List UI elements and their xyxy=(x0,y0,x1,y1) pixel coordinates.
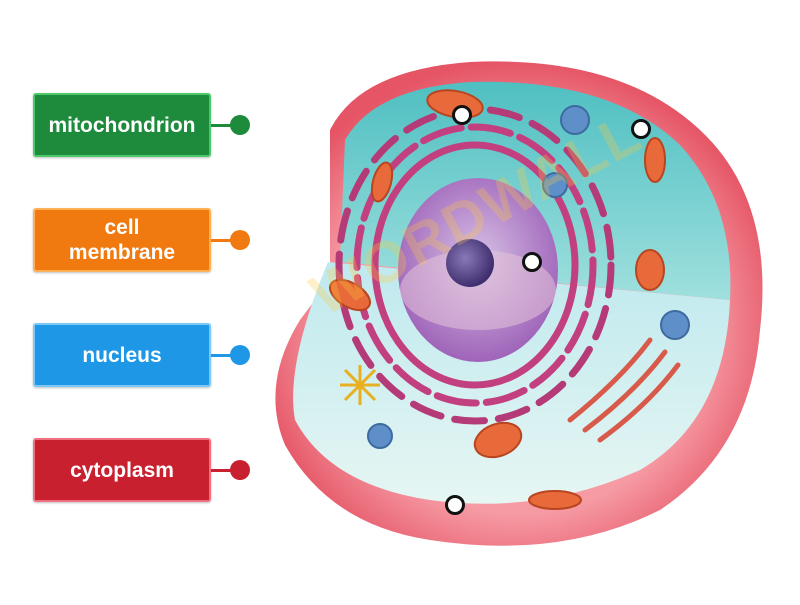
label-pin[interactable] xyxy=(230,230,250,250)
hotspot-cytoplasm-upper[interactable] xyxy=(631,119,651,139)
label-text: nucleus xyxy=(82,343,162,367)
label-row-nucleus: nucleus xyxy=(33,323,258,391)
nucleus-cut xyxy=(400,250,556,330)
label-text: mitochondrion xyxy=(48,113,196,137)
hotspot-cell-membrane[interactable] xyxy=(445,495,465,515)
label-cell-membrane[interactable]: cell membrane xyxy=(33,208,211,272)
hotspot-nucleus[interactable] xyxy=(522,252,542,272)
label-text: cell membrane xyxy=(68,216,176,264)
label-mitochondrion[interactable]: mitochondrion xyxy=(33,93,211,157)
label-row-mitochondrion: mitochondrion xyxy=(33,93,258,161)
label-row-cytoplasm: cytoplasm xyxy=(33,438,258,506)
label-pin[interactable] xyxy=(230,115,250,135)
hotspot-mitochondrion[interactable] xyxy=(452,105,472,125)
nucleolus xyxy=(446,239,494,287)
vesicles xyxy=(367,105,690,449)
golgi-apparatus xyxy=(567,337,681,443)
label-connector xyxy=(211,124,241,127)
label-row-cell-membrane: cell membrane xyxy=(33,208,258,276)
label-pin[interactable] xyxy=(230,460,250,480)
centrosome xyxy=(340,365,380,405)
label-pin[interactable] xyxy=(230,345,250,365)
cytoplasm-cut-plane xyxy=(293,262,730,504)
label-text: cytoplasm xyxy=(70,458,174,482)
label-connector xyxy=(211,354,241,357)
mitochondria xyxy=(329,89,666,510)
label-panel: mitochondrion cell membrane nucleus cyto… xyxy=(0,0,260,600)
label-cytoplasm[interactable]: cytoplasm xyxy=(33,438,211,502)
label-nucleus[interactable]: nucleus xyxy=(33,323,211,387)
label-connector xyxy=(211,239,241,242)
label-connector xyxy=(211,469,241,472)
